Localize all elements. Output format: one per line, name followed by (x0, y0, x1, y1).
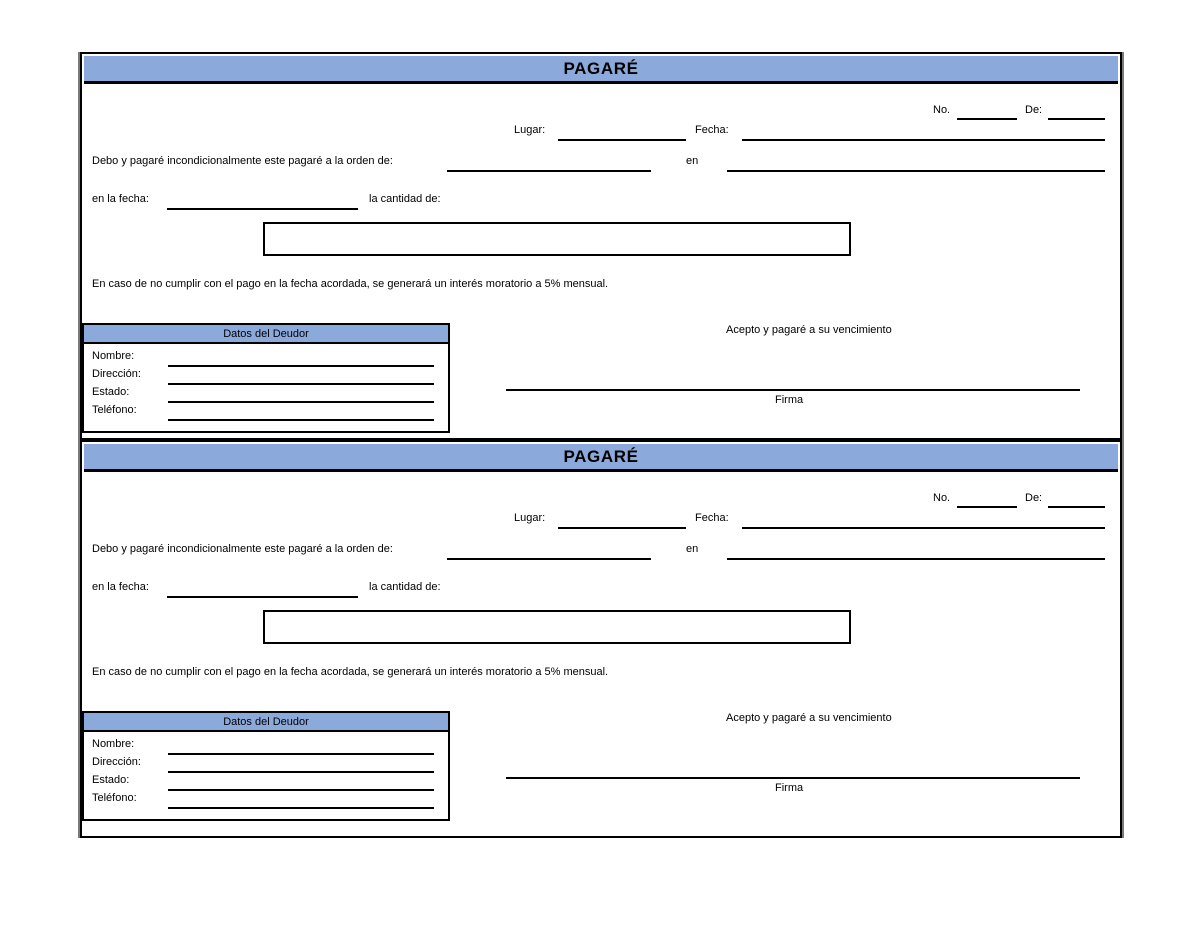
debtor-direccion-input[interactable] (168, 771, 434, 773)
amount-input-box[interactable] (263, 222, 851, 256)
debtor-estado-label: Estado: (92, 774, 130, 786)
lugar-label: Lugar: (514, 124, 546, 136)
lugar-pago-input[interactable] (727, 170, 1105, 172)
debtor-fields: Nombre: Dirección: Estado: Teléfono: (84, 732, 448, 819)
en-label: en (686, 155, 699, 167)
lugar-pago-input[interactable] (727, 558, 1105, 560)
beneficiario-input[interactable] (447, 170, 651, 172)
debtor-telefono-label: Teléfono: (92, 792, 137, 804)
debtor-nombre-label: Nombre: (92, 738, 135, 750)
numero-label: No. (933, 492, 951, 504)
numero-input[interactable] (957, 118, 1017, 120)
numero-input[interactable] (957, 506, 1017, 508)
signature-label: Firma (775, 782, 804, 794)
acceptance-text: Acepto y pagaré a su vencimiento (726, 712, 892, 724)
debtor-panel-header: Datos del Deudor (84, 713, 448, 732)
en-label: en (686, 543, 699, 555)
lugar-input[interactable] (558, 527, 686, 529)
fecha-label: Fecha: (695, 512, 729, 524)
debtor-nombre-input[interactable] (168, 753, 434, 755)
form-title-bar: PAGARÉ (84, 56, 1118, 84)
amount-input-box[interactable] (263, 610, 851, 644)
document-frame: PAGARÉ No. De: Lugar: Fecha: Debo y paga… (78, 52, 1124, 838)
page-title: PAGARÉ (563, 58, 639, 78)
due-date-label: en la fecha: (92, 193, 149, 205)
fecha-input[interactable] (742, 139, 1105, 141)
form-body: No. De: Lugar: Fecha: Debo y pagaré inco… (82, 473, 1120, 836)
debtor-telefono-input[interactable] (168, 807, 434, 809)
de-input[interactable] (1048, 118, 1105, 120)
amount-label: la cantidad de: (369, 193, 441, 205)
due-date-label: en la fecha: (92, 581, 149, 593)
debtor-estado-label: Estado: (92, 386, 130, 398)
de-label: De: (1025, 104, 1043, 116)
form-body: No. De: Lugar: Fecha: Debo y pagaré inco… (82, 85, 1120, 438)
signature-label: Firma (775, 394, 804, 406)
acceptance-text: Acepto y pagaré a su vencimiento (726, 324, 892, 336)
pagare-form-copy-2: PAGARÉ No. De: Lugar: Fecha: Debo y paga… (80, 440, 1122, 838)
beneficiario-input[interactable] (447, 558, 651, 560)
debtor-nombre-label: Nombre: (92, 350, 135, 362)
amount-label: la cantidad de: (369, 581, 441, 593)
interest-clause: En caso de no cumplir con el pago en la … (92, 666, 609, 678)
numero-label: No. (933, 104, 951, 116)
due-date-input[interactable] (167, 596, 358, 598)
debtor-direccion-label: Dirección: (92, 368, 141, 380)
debtor-telefono-input[interactable] (168, 419, 434, 421)
signature-input[interactable] (506, 777, 1080, 779)
debtor-nombre-input[interactable] (168, 365, 434, 367)
interest-clause: En caso de no cumplir con el pago en la … (92, 278, 609, 290)
debtor-estado-input[interactable] (168, 789, 434, 791)
signature-input[interactable] (506, 389, 1080, 391)
debtor-direccion-label: Dirección: (92, 756, 141, 768)
fecha-input[interactable] (742, 527, 1105, 529)
debtor-panel-header-label: Datos del Deudor (223, 715, 309, 728)
debtor-panel: Datos del Deudor Nombre: Dirección: Esta… (82, 323, 450, 433)
debtor-panel-header-label: Datos del Deudor (223, 327, 309, 340)
debtor-estado-input[interactable] (168, 401, 434, 403)
de-label: De: (1025, 492, 1043, 504)
debtor-telefono-label: Teléfono: (92, 404, 137, 416)
lugar-input[interactable] (558, 139, 686, 141)
debtor-fields: Nombre: Dirección: Estado: Teléfono: (84, 344, 448, 431)
form-title-bar: PAGARÉ (84, 444, 1118, 472)
fecha-label: Fecha: (695, 124, 729, 136)
de-input[interactable] (1048, 506, 1105, 508)
page-title: PAGARÉ (563, 446, 639, 466)
pagare-form-copy-1: PAGARÉ No. De: Lugar: Fecha: Debo y paga… (80, 52, 1122, 440)
due-date-input[interactable] (167, 208, 358, 210)
promise-text: Debo y pagaré incondicionalmente este pa… (92, 543, 393, 555)
lugar-label: Lugar: (514, 512, 546, 524)
debtor-direccion-input[interactable] (168, 383, 434, 385)
debtor-panel: Datos del Deudor Nombre: Dirección: Esta… (82, 711, 450, 821)
promise-text: Debo y pagaré incondicionalmente este pa… (92, 155, 393, 167)
debtor-panel-header: Datos del Deudor (84, 325, 448, 344)
